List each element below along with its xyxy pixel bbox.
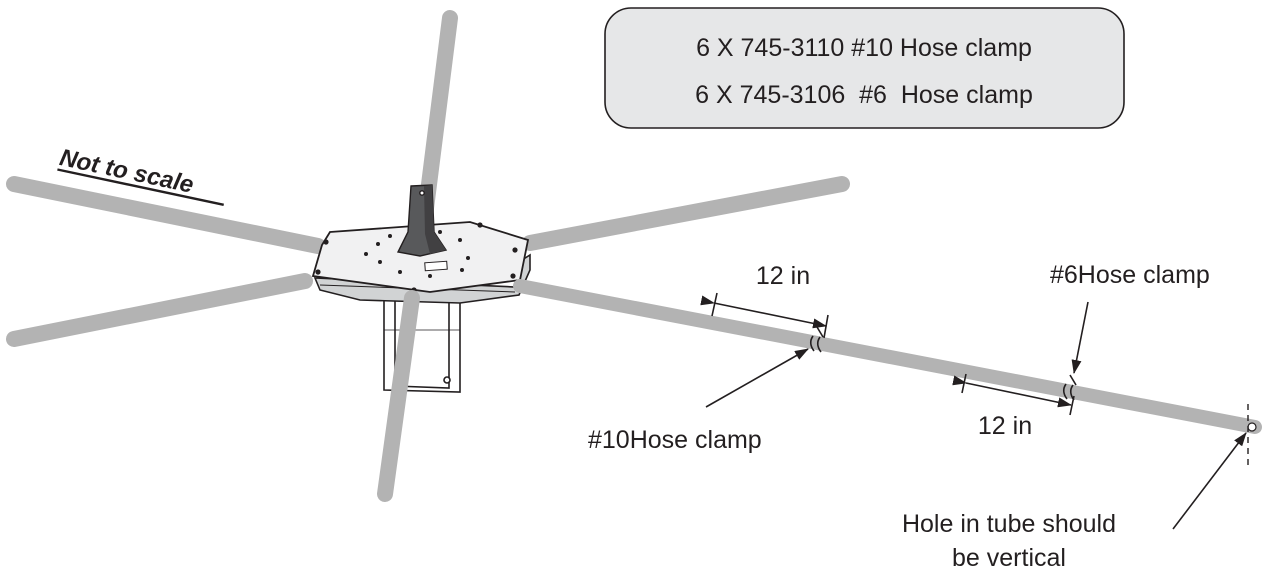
leader-arrows xyxy=(705,301,1247,530)
tube-lower-left xyxy=(6,273,313,347)
leader-clamp-6 xyxy=(1071,301,1089,374)
leader-hole xyxy=(1172,432,1247,530)
tube-bottom xyxy=(377,290,420,502)
hole-note-line1: Hole in tube should xyxy=(902,510,1116,538)
clamp-6-label: #6Hose clamp xyxy=(1050,261,1210,289)
parts-line-1: 6 X 745-3110 #10 Hose clamp xyxy=(696,34,1032,62)
dimension-outer-label: 12 in xyxy=(978,412,1032,440)
tube-long-right xyxy=(513,279,1262,434)
tube-end-hole xyxy=(1247,404,1257,468)
dimension-inner-label: 12 in xyxy=(756,262,810,290)
center-mast xyxy=(396,184,448,257)
leader-clamp-10 xyxy=(705,348,809,408)
parts-line-2: 6 X 745-3106 #6 Hose clamp xyxy=(695,81,1033,109)
hub-plate xyxy=(311,221,531,304)
front-tubes xyxy=(377,279,1262,502)
hole-note-line2: be vertical xyxy=(952,544,1066,572)
dimension-inner xyxy=(700,292,829,339)
dimension-outer xyxy=(952,373,1075,416)
clamp-10-label: #10Hose clamp xyxy=(588,426,762,454)
parts-box: 6 X 745-3110 #10 Hose clamp 6 X 745-3106… xyxy=(604,7,1125,129)
hose-clamp-10 xyxy=(809,326,824,353)
tube-upper-left xyxy=(6,176,326,254)
tube-upper-right xyxy=(522,176,850,251)
